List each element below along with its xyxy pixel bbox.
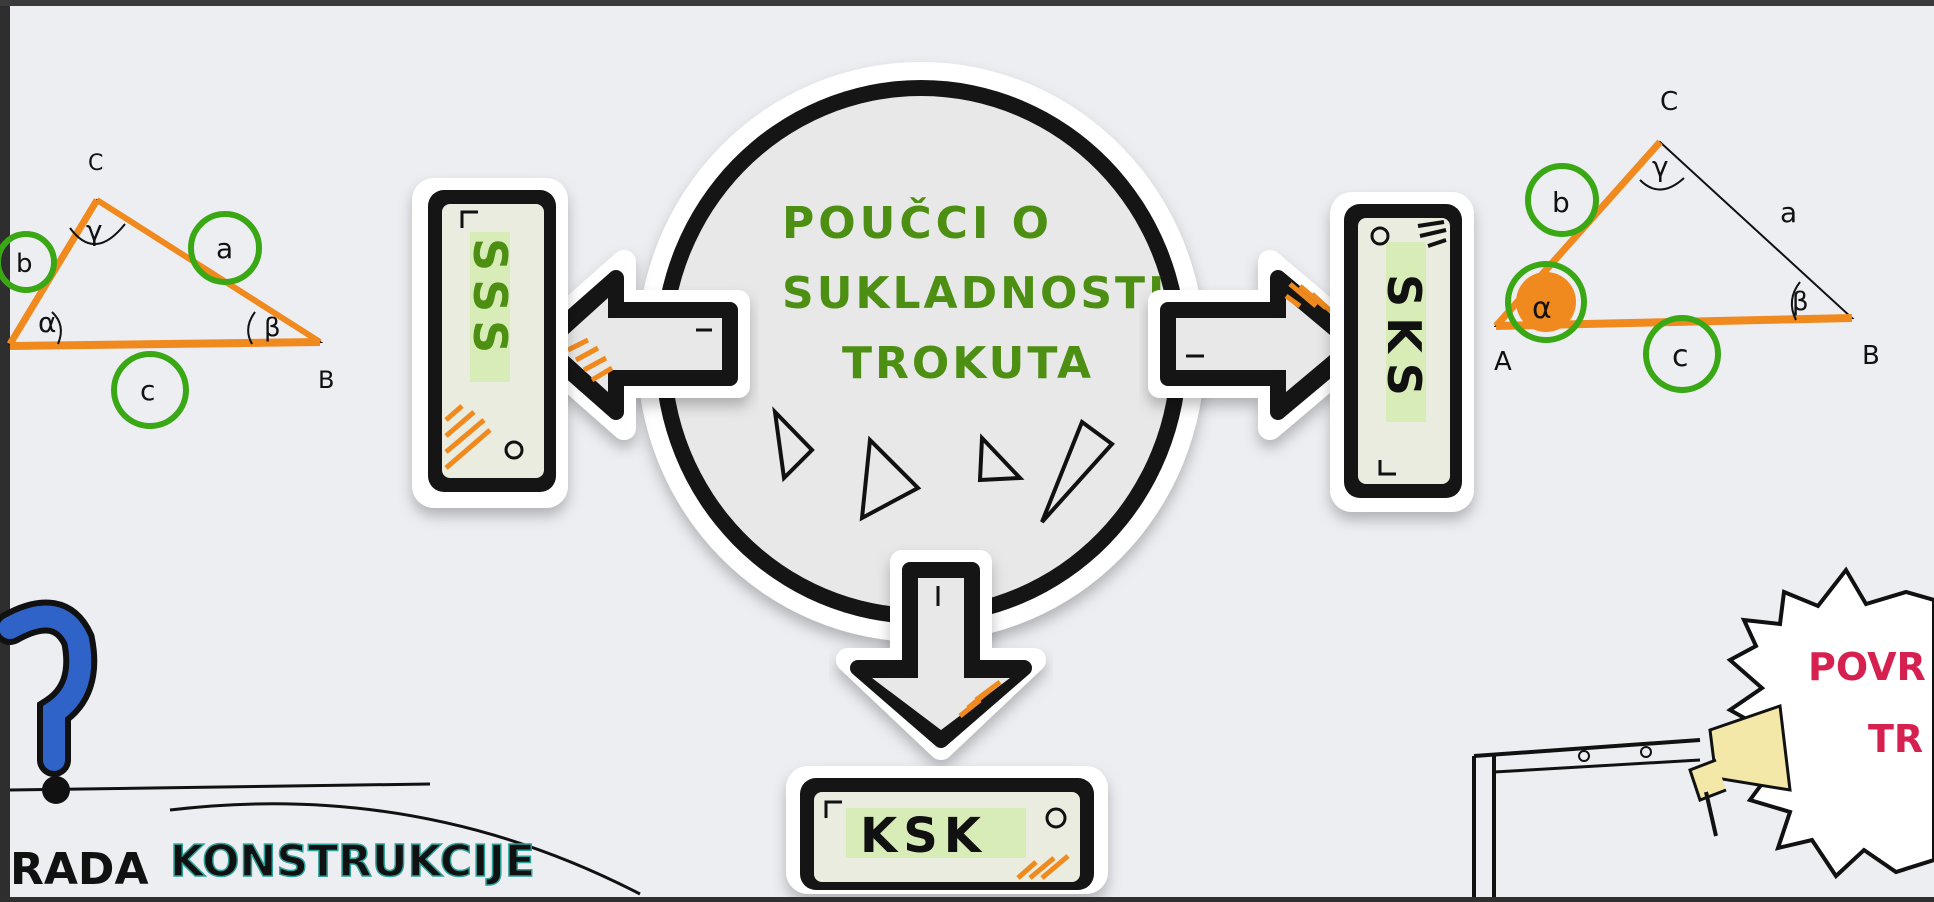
sks-card: SKS — [1330, 192, 1474, 512]
side-a-ring — [188, 211, 262, 285]
left-dark-edge — [0, 0, 10, 897]
r-side-a-label: a — [1780, 196, 1797, 229]
side-c-label: c — [140, 374, 155, 407]
bottom-text-2: KONSTRUKCIJE — [170, 836, 535, 887]
r-side-c-label: c — [1672, 339, 1689, 374]
top-dark-edge — [0, 0, 1934, 6]
r-angle-gamma-label: γ — [1652, 150, 1669, 183]
card-sss-label: SSS — [463, 238, 517, 363]
title-line-3: TROKUTA — [842, 338, 1094, 389]
r-side-b-label: b — [1552, 186, 1570, 219]
sss-card: SSS — [412, 178, 568, 508]
side-c-ring-right — [1643, 315, 1721, 393]
r-vertex-c-label: C — [1660, 87, 1678, 117]
side-a-label: a — [216, 232, 233, 265]
bottom-right-word-1: POVR — [1808, 645, 1926, 689]
angle-gamma-label: γ — [86, 214, 103, 247]
r-vertex-a-label: A — [1494, 347, 1512, 377]
arrow-to-sss — [518, 250, 750, 440]
bottom-text-1: RADA — [10, 844, 149, 895]
bottom-right-word-2: TR — [1868, 717, 1923, 761]
center-circle: POUČCI O SUKLADNOSTI TROKUTA — [637, 62, 1205, 642]
card-sks-label: SKS — [1377, 274, 1431, 406]
angle-alpha-label: α — [38, 306, 56, 339]
alpha-ring-right — [1505, 261, 1587, 343]
side-b-ring — [0, 231, 57, 293]
title-line-1: POUČCI O — [782, 196, 1053, 249]
side-b-ring-right — [1525, 163, 1599, 237]
small-triangle-3 — [977, 433, 1025, 483]
side-c-ring — [111, 351, 189, 429]
title-line-2: SUKLADNOSTI — [782, 268, 1167, 319]
r-vertex-b-label: B — [1862, 341, 1880, 371]
r-angle-beta-label: β — [1792, 287, 1809, 317]
alpha-fill — [1516, 272, 1576, 332]
arrow-to-sks — [1148, 250, 1380, 440]
small-triangle-1 — [772, 406, 815, 483]
card-ksk-label: KSK — [860, 808, 987, 864]
vertex-c-label: C — [88, 151, 103, 176]
bottom-left-doodle: RADA KONSTRUKCIJE — [0, 599, 641, 896]
bottom-right-doodle: POVR TR — [1472, 566, 1934, 897]
vertex-b-label: B — [318, 366, 334, 394]
small-triangle-2 — [859, 435, 922, 522]
small-triangle-4 — [1040, 418, 1115, 524]
right-triangle: C A B γ α β a b c — [1493, 87, 1880, 393]
side-b-label: b — [16, 249, 33, 279]
r-angle-alpha-label: α — [1532, 291, 1552, 326]
arrow-to-ksk — [836, 550, 1046, 760]
ksk-card: KSK — [786, 766, 1108, 894]
left-triangle: C B γ α β b a c — [0, 151, 334, 429]
angle-beta-label: β — [264, 313, 281, 343]
